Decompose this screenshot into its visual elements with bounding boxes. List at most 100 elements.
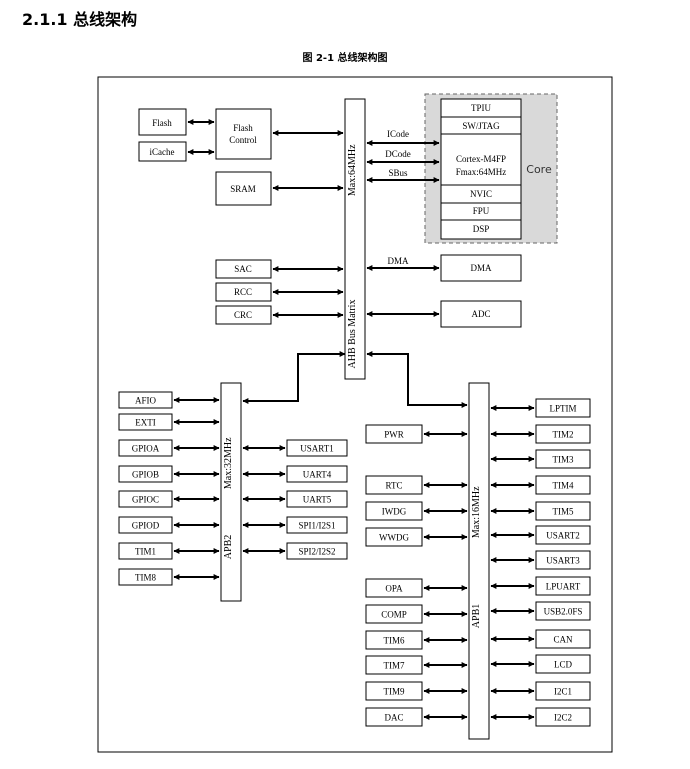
apb2-afio-block	[118, 391, 173, 409]
rcc-label: RCC	[234, 287, 252, 297]
apb1-usb2-0fs-block	[535, 601, 591, 621]
apb2-uart4-block	[286, 465, 348, 483]
apb1-usart2-label: USART2	[546, 531, 579, 541]
apb2-gpioa-block	[118, 439, 173, 457]
apb1-tim5-label: TIM5	[553, 507, 574, 517]
apb1-lpuart-block	[535, 576, 591, 596]
apb1-i2c2-block	[535, 707, 591, 727]
peripheral-layer: AFIOEXTIGPIOAGPIOBGPIOCGPIODTIM1TIM8USAR…	[118, 391, 591, 727]
apb1-label-line1: Max:16MHz	[471, 486, 482, 538]
ahb-label-line1: Max:64MHz	[347, 144, 358, 196]
figure-caption: 图 2-1 总线架构图	[302, 53, 388, 64]
dma-block	[440, 254, 522, 282]
icode-label: ICode	[387, 129, 409, 139]
apb2-label-line2: APB2	[223, 535, 234, 559]
apb1-tim7-label: TIM7	[384, 661, 405, 671]
apb2-gpioa-label: GPIOA	[132, 444, 160, 454]
apb1-tim9-label: TIM9	[384, 687, 405, 697]
core-label: Core	[526, 163, 552, 176]
dsp-label: DSP	[473, 224, 490, 234]
icache-label: iCache	[150, 147, 175, 157]
apb1-tim5-block	[535, 501, 591, 521]
sram-label: SRAM	[230, 184, 256, 194]
fpu-label: FPU	[473, 206, 490, 216]
apb1-usart3-label: USART3	[546, 556, 580, 566]
swjtag-label: SW/JTAG	[462, 121, 500, 131]
diagram-frame	[97, 76, 613, 753]
apb1-lptim-block	[535, 398, 591, 418]
ahb-label-line2: AHB Bus Matrix	[347, 300, 358, 369]
apb1-lcd-block	[535, 654, 591, 674]
apb2-bus	[220, 382, 242, 602]
apb2-usart1-label: USART1	[300, 444, 333, 454]
apb2-tim8-label: TIM8	[135, 573, 156, 583]
apb2-gpiob-block	[118, 465, 173, 483]
ahb-apb2-link	[242, 351, 346, 404]
apb2-exti-block	[118, 413, 173, 431]
nvic-label: NVIC	[470, 189, 492, 199]
section-heading: 2.1.1 总线架构	[22, 10, 138, 29]
apb1-wwdg-label: WWDG	[379, 533, 409, 543]
ahb-label: Max:64MHz AHB Bus Matrix	[347, 142, 358, 369]
apb1-bus	[468, 382, 490, 740]
apb2-afio-label: AFIO	[135, 396, 157, 406]
apb1-iwdg-block	[365, 501, 423, 521]
dma-bus-label: DMA	[387, 256, 409, 266]
apb1-usart2-block	[535, 525, 591, 545]
apb2-usart1-block	[286, 439, 348, 457]
adc-block	[440, 300, 522, 328]
apb1-tim2-label: TIM2	[553, 430, 574, 440]
apb1-can-label: CAN	[553, 635, 573, 645]
apb1-lpuart-label: LPUART	[546, 582, 581, 592]
apb1-rtc-block	[365, 475, 423, 495]
sram-block	[215, 171, 272, 206]
apb2-gpiob-label: GPIOB	[132, 470, 159, 480]
flash-label: Flash	[152, 118, 172, 128]
apb1-rtc-label: RTC	[386, 481, 403, 491]
ahb-bus-matrix	[344, 98, 366, 380]
apb1-dac-block	[365, 707, 423, 727]
apb1-i2c2-label: I2C2	[554, 713, 572, 723]
apb2-tim1-block	[118, 542, 173, 560]
sac-block	[215, 259, 272, 279]
icache-block	[138, 141, 187, 162]
apb1-usb2-0fs-label: USB2.0FS	[544, 607, 583, 617]
apb2-spi1-i2s1-block	[286, 516, 348, 534]
ahb-apb1-link	[366, 351, 468, 408]
apb1-tim7-block	[365, 655, 423, 675]
core-stack	[440, 98, 522, 240]
apb2-exti-label: EXTI	[135, 418, 156, 428]
apb1-comp-label: COMP	[381, 610, 407, 620]
apb1-i2c1-block	[535, 681, 591, 701]
apb1-tim9-block	[365, 681, 423, 701]
apb1-opa-block	[365, 578, 423, 598]
flash-control-line2: Control	[229, 135, 257, 145]
rcc-block	[215, 282, 272, 302]
apb2-tim8-block	[118, 568, 173, 586]
apb2-label-line1: Max:32MHz	[223, 437, 234, 489]
crc-block	[215, 305, 272, 325]
adc-label: ADC	[471, 309, 490, 319]
apb1-pwr-block	[365, 424, 423, 444]
apb1-pwr-label: PWR	[384, 430, 404, 440]
apb1-tim4-block	[535, 475, 591, 495]
apb2-gpioc-label: GPIOC	[132, 495, 159, 505]
apb2-uart5-block	[286, 490, 348, 508]
cpu-label-line2: Fmax:64MHz	[456, 167, 507, 177]
apb1-usart3-block	[535, 550, 591, 570]
apb1-tim3-block	[535, 449, 591, 469]
apb1-iwdg-label: IWDG	[382, 507, 407, 517]
apb1-can-block	[535, 629, 591, 649]
dma-block-label: DMA	[470, 263, 492, 273]
flash-block	[138, 108, 187, 136]
apb1-tim6-block	[365, 630, 423, 650]
apb2-spi2-i2s2-label: SPI2/I2S2	[298, 547, 335, 557]
apb1-label: Max:16MHz APB1	[471, 484, 482, 628]
apb2-spi1-i2s1-label: SPI1/I2S1	[298, 521, 335, 531]
apb2-tim1-label: TIM1	[135, 547, 156, 557]
apb1-lptim-label: LPTIM	[550, 404, 577, 414]
cpu-label-line1: Cortex-M4FP	[456, 154, 506, 164]
apb1-comp-block	[365, 604, 423, 624]
apb2-spi2-i2s2-block	[286, 542, 348, 560]
